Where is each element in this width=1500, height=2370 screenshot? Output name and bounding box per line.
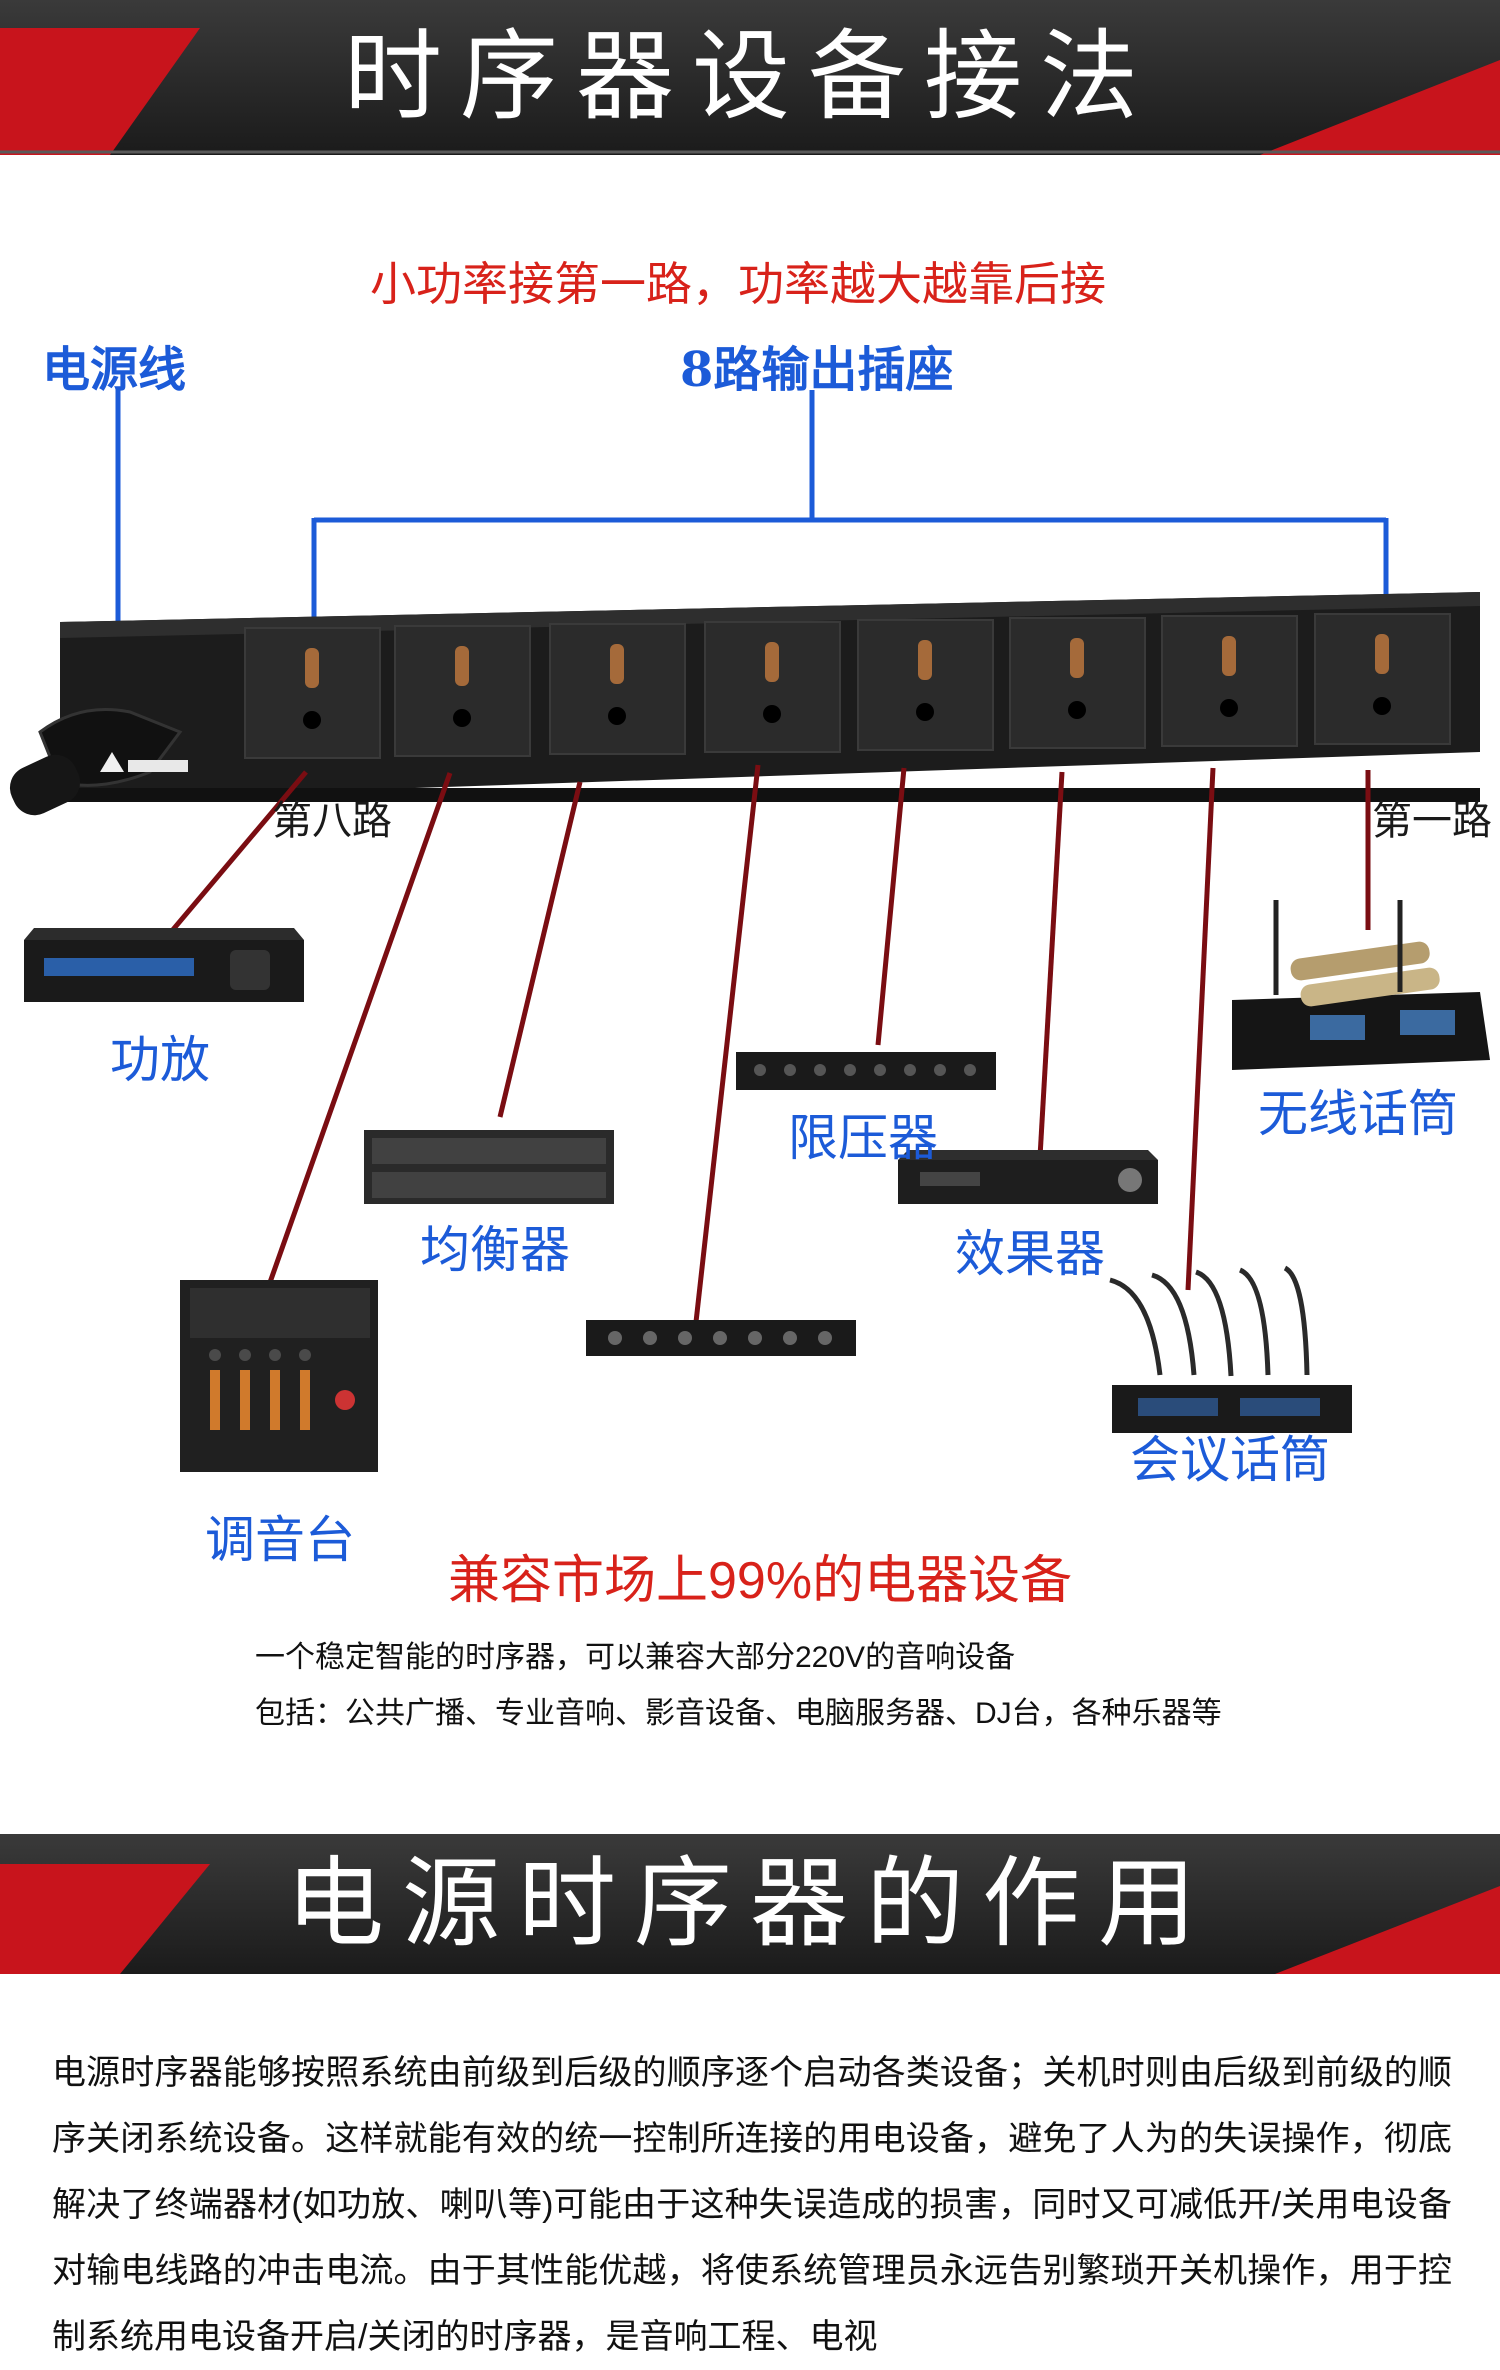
banner-function: 电源时序器的作用 [0, 1834, 1500, 1974]
splitter-device [586, 1320, 856, 1356]
outputs-label: 8路输出插座 [680, 342, 954, 398]
sequencer-device [9, 592, 1480, 816]
wireless-mic-label: 无线话筒 [1258, 1086, 1458, 1142]
limiter-device [736, 1052, 996, 1090]
banner-connection: 时序器设备接法 [0, 0, 1500, 155]
note-top: 小功率接第一路，功率越大越靠后接 [370, 258, 1106, 310]
wireless-mic-device [1232, 900, 1490, 1070]
equalizer-label: 均衡器 [420, 1222, 570, 1278]
banner-decoration [0, 1864, 1500, 1974]
connection-diagram [9, 390, 1490, 1472]
conference-mic-label: 会议话筒 [1130, 1432, 1330, 1488]
compat-line1: 一个稳定智能的时序器，可以兼容大部分220V的音响设备 [255, 1641, 1016, 1674]
mixer-device [180, 1280, 378, 1472]
power-cord-label: 电源线 [42, 342, 187, 398]
function-paragraph: 电源时序器能够按照系统由前级到后级的顺序逐个启动各类设备；关机时则由后级到前级的… [52, 2054, 1452, 2356]
section-title: 时序器设备接法 [343, 20, 1156, 134]
limiter-label: 限压器 [788, 1110, 938, 1166]
effects-label: 效果器 [955, 1226, 1105, 1282]
conference-mic-device [1109, 1265, 1352, 1433]
compat-headline: 兼容市场上99%的电器设备 [448, 1552, 1073, 1610]
route8-label: 第八路 [272, 799, 392, 843]
blue-bracket [115, 390, 1389, 675]
banner-decoration [0, 28, 1500, 155]
amp-label: 功放 [110, 1032, 210, 1088]
section-title: 电源时序器的作用 [285, 1847, 1214, 1961]
route1-label: 第一路 [1372, 799, 1492, 843]
equalizer-device [364, 1130, 614, 1204]
effects-device [898, 1150, 1158, 1204]
mixer-label: 调音台 [205, 1512, 355, 1568]
amp-device [24, 928, 304, 1002]
compat-line2: 包括：公共广播、专业音响、影音设备、电脑服务器、DJ台，各种乐器等 [255, 1697, 1222, 1730]
